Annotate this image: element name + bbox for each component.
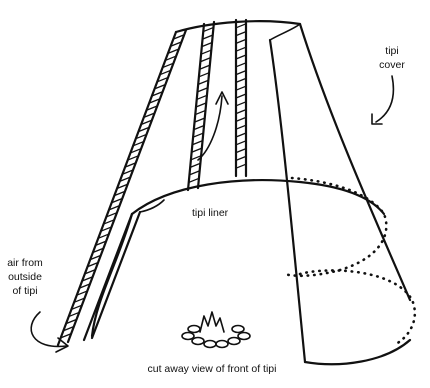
hatch-mark: [236, 149, 246, 153]
hatch-mark: [195, 118, 205, 122]
hatch-mark: [236, 24, 246, 28]
tipi-liner-outline: [92, 178, 415, 344]
cover-label-arrow: [372, 76, 393, 124]
hatch-mark: [236, 63, 246, 67]
hatch-mark: [236, 125, 246, 129]
hatch-mark: [193, 133, 203, 137]
tipi-cover-label-line-2: cover: [379, 59, 405, 71]
hatch-mark: [199, 73, 209, 77]
hatch-mark: [202, 43, 212, 47]
hatch-mark: [195, 111, 205, 115]
hatch-mark: [192, 148, 202, 152]
hatch-mark: [236, 78, 246, 82]
hatch-mark: [200, 58, 210, 62]
hatch-mark: [203, 35, 213, 39]
hatch-mark: [197, 88, 207, 92]
hatch-mark: [200, 65, 210, 69]
hatch-mark: [236, 133, 246, 137]
hatch-mark: [236, 164, 246, 168]
air-label-line-1: air from: [7, 257, 43, 269]
hatch-mark: [236, 55, 246, 59]
tipi-liner-label: tipi liner: [192, 207, 229, 219]
hatch-mark: [189, 171, 199, 175]
hatch-mark: [189, 178, 199, 182]
hatch-mark: [236, 47, 246, 51]
hatch-mark: [236, 94, 246, 98]
hatch-mark: [198, 80, 208, 84]
hatch-mark: [236, 156, 246, 160]
hatch-mark: [236, 71, 246, 75]
hatch-mark: [190, 163, 200, 167]
hatch-mark: [236, 32, 246, 36]
caption: cut away view of front of tipi: [148, 363, 277, 375]
hatch-mark: [236, 141, 246, 145]
front-pole: [58, 30, 186, 345]
hatch-mark: [196, 103, 206, 107]
tipi-cover-label-line-1: tipi: [385, 45, 398, 57]
air-label-line-2: outside: [8, 271, 42, 283]
hatch-mark: [236, 86, 246, 90]
hatch-mark: [197, 95, 207, 99]
campfire-icon: [182, 312, 250, 348]
hatch-mark: [236, 110, 246, 114]
hatch-mark: [236, 117, 246, 121]
hatch-mark: [203, 28, 213, 32]
hatch-mark: [192, 141, 202, 145]
hatch-mark: [201, 50, 211, 54]
inner-stripes: [188, 20, 246, 190]
hatch-mark: [236, 39, 246, 43]
air-label-line-3: of tipi: [12, 285, 37, 297]
hatch-mark: [236, 102, 246, 106]
hatch-mark: [194, 126, 204, 130]
